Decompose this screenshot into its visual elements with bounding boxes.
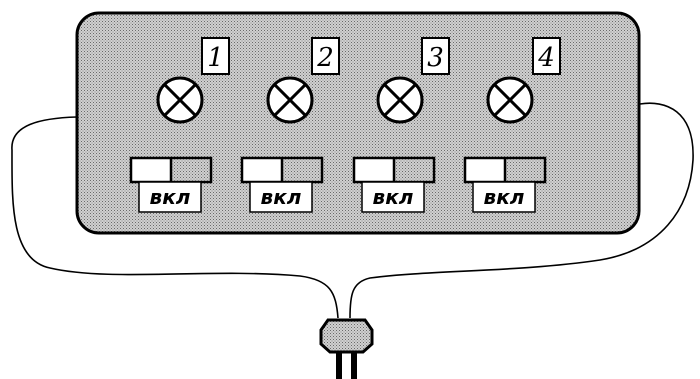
right-wire xyxy=(349,102,694,319)
channel-number: 1 xyxy=(207,43,224,73)
channel-2: 2 вкл xyxy=(240,37,340,213)
switch-label-box xyxy=(472,181,536,213)
lamp-icon xyxy=(376,76,424,124)
plug-icon xyxy=(319,318,374,379)
switch-label-box xyxy=(361,181,425,213)
lamp-icon xyxy=(266,76,314,124)
lamp-icon xyxy=(486,76,534,124)
channel-number: 2 xyxy=(316,43,334,73)
switch-label-box xyxy=(138,181,202,213)
channel-group: 1 вкл 2 вкл 3 вкл 4 вкл xyxy=(129,37,561,213)
toggle-switch[interactable] xyxy=(129,156,213,184)
channel-4: 4 вкл xyxy=(463,37,561,213)
channel-number-box xyxy=(201,37,230,75)
lamp-icon xyxy=(156,76,204,124)
channel-3: 3 вкл xyxy=(352,37,450,213)
channel-number-box xyxy=(311,37,340,75)
left-wire xyxy=(11,116,339,319)
channel-1: 1 вкл xyxy=(129,37,230,213)
switch-label: вкл xyxy=(261,185,302,209)
switch-label: вкл xyxy=(150,185,191,209)
switch-label-box xyxy=(249,181,313,213)
toggle-switch[interactable] xyxy=(352,156,436,184)
channel-number: 4 xyxy=(537,43,555,73)
channel-number-box xyxy=(532,37,561,75)
toggle-switch[interactable] xyxy=(240,156,324,184)
switch-label: вкл xyxy=(484,185,525,209)
toggle-switch[interactable] xyxy=(463,156,547,184)
switch-label: вкл xyxy=(373,185,414,209)
channel-number: 3 xyxy=(427,43,444,73)
channel-number-box xyxy=(421,37,450,75)
